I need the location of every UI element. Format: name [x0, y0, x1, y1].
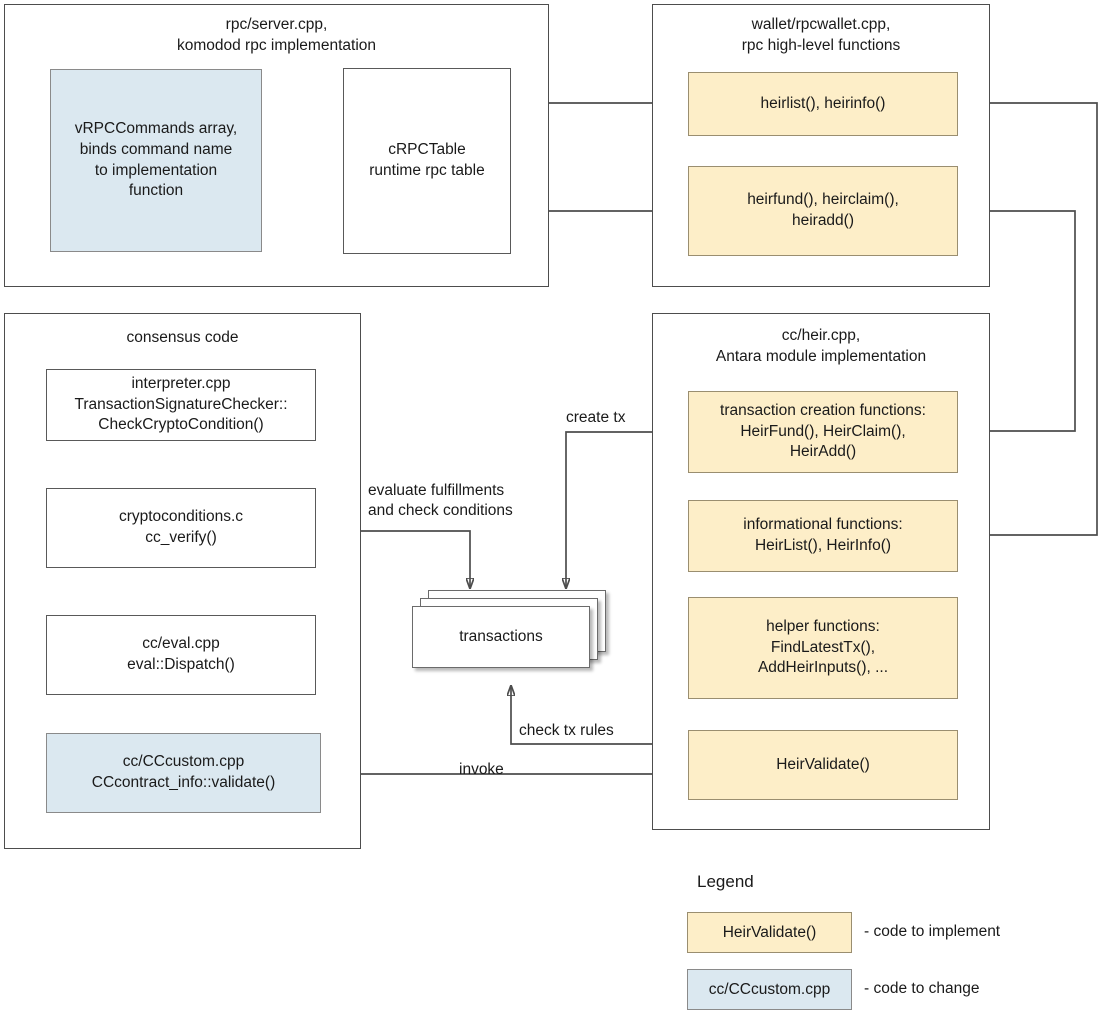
node-interpreter-checkcryptocondition[interactable]: interpreter.cpp TransactionSignatureChec…: [46, 369, 316, 441]
group-heir-module-title: cc/heir.cpp, Antara module implementatio…: [715, 327, 927, 365]
group-consensus-code-title: consensus code: [126, 329, 239, 346]
group-rpc-server-title: rpc/server.cpp, komodod rpc implementati…: [176, 16, 377, 54]
legend-description-code-to-change: - code to change: [864, 980, 980, 997]
edge-label-create-tx: create tx: [566, 409, 626, 426]
node-cc-cccustom-validate[interactable]: cc/CCcustom.cpp CCcontract_info::validat…: [46, 733, 321, 813]
node-informational-functions[interactable]: informational functions: HeirList(), Hei…: [688, 500, 958, 572]
transactions-stack-front[interactable]: transactions: [412, 606, 590, 668]
legend-swatch-code-to-change: cc/CCcustom.cpp: [687, 969, 852, 1010]
legend-swatch-code-to-implement: HeirValidate(): [687, 912, 852, 953]
node-transaction-creation-functions[interactable]: transaction creation functions: HeirFund…: [688, 391, 958, 473]
node-heirvalidate[interactable]: HeirValidate(): [688, 730, 958, 800]
node-cc-eval-dispatch[interactable]: cc/eval.cpp eval::Dispatch(): [46, 615, 316, 695]
edge-label-invoke: invoke: [459, 761, 504, 778]
node-cryptoconditions-ccverify[interactable]: cryptoconditions.c cc_verify(): [46, 488, 316, 568]
node-heirfund-heirclaim-heiradd[interactable]: heirfund(), heirclaim(), heiradd(): [688, 166, 958, 256]
edge-label-check-tx-rules: check tx rules: [519, 722, 614, 739]
legend-title: Legend: [697, 872, 754, 891]
node-heirlist-heirinfo[interactable]: heirlist(), heirinfo(): [688, 72, 958, 136]
node-vrpccommands-array[interactable]: vRPCCommands array, binds command name t…: [50, 69, 262, 252]
edge-label-evaluate-fulfillments: evaluate fulfillments and check conditio…: [368, 482, 513, 520]
group-rpcwallet-title: wallet/rpcwallet.cpp, rpc high-level fun…: [741, 16, 901, 54]
node-crpctable[interactable]: cRPCTable runtime rpc table: [343, 68, 511, 254]
legend-description-code-to-implement: - code to implement: [864, 923, 1001, 940]
node-helper-functions[interactable]: helper functions: FindLatestTx(), AddHei…: [688, 597, 958, 699]
